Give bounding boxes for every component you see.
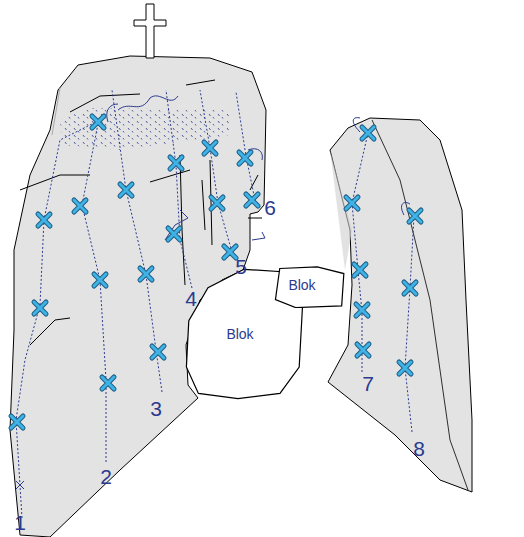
bolt-mark <box>246 194 258 206</box>
bolt-mark <box>356 304 368 316</box>
bolt-mark <box>362 127 374 139</box>
bolt-mark <box>224 246 236 258</box>
bolt-mark <box>74 200 86 212</box>
bolt-mark <box>38 214 50 226</box>
bolt-mark <box>409 210 421 222</box>
bolt-mark <box>356 304 368 316</box>
bolt-mark <box>140 268 152 280</box>
bolt-mark <box>354 264 366 276</box>
bolt-mark <box>92 116 104 128</box>
bolt-mark <box>346 197 358 209</box>
route-number: 3 <box>150 398 162 419</box>
bolt-mark <box>94 274 106 286</box>
bolt-mark <box>362 127 374 139</box>
bolt-mark <box>224 246 236 258</box>
bolt-mark <box>354 264 366 276</box>
bolt-mark <box>94 274 106 286</box>
bolt-mark <box>92 116 104 128</box>
bolt-mark <box>120 184 132 196</box>
bolt-mark <box>34 302 46 314</box>
bolt-mark <box>399 362 411 374</box>
bolt-mark <box>168 228 180 240</box>
block-label: Blok <box>226 326 253 342</box>
route-number: 7 <box>362 373 374 394</box>
bolt-mark <box>102 377 114 389</box>
route-number: 2 <box>100 466 112 487</box>
bolt-mark <box>357 344 369 356</box>
bolt-mark <box>11 416 23 428</box>
block-label: Blok <box>288 277 315 293</box>
route-number: 1 <box>14 512 26 533</box>
bolt-mark <box>204 142 216 154</box>
small-mark <box>16 481 24 489</box>
bolt-mark <box>11 416 23 428</box>
bolt-mark <box>399 362 411 374</box>
bolt-mark <box>170 157 182 169</box>
bolt-mark <box>170 157 182 169</box>
bolt-mark <box>404 282 416 294</box>
bolt-mark <box>346 197 358 209</box>
bolt-mark <box>102 377 114 389</box>
bolt-mark <box>211 197 223 209</box>
boulder-block: Blok <box>274 266 346 308</box>
bolt-mark <box>211 197 223 209</box>
bolt-mark <box>38 214 50 226</box>
bolt-mark <box>140 268 152 280</box>
bolt-mark <box>152 346 164 358</box>
bolt-mark <box>239 152 251 164</box>
bolt-mark <box>204 142 216 154</box>
bolt-mark <box>152 346 164 358</box>
bolt-mark <box>120 184 132 196</box>
route-number: 6 <box>264 197 276 218</box>
route-number: 4 <box>185 288 197 309</box>
bolt-mark <box>239 152 251 164</box>
bolt-mark <box>409 210 421 222</box>
route-number: 8 <box>413 438 425 459</box>
bolt-mark <box>357 344 369 356</box>
bolt-mark <box>74 200 86 212</box>
bolt-mark <box>404 282 416 294</box>
bolt-mark <box>168 228 180 240</box>
route-number: 5 <box>235 256 247 277</box>
bolt-mark <box>34 302 46 314</box>
bolt-mark <box>246 194 258 206</box>
